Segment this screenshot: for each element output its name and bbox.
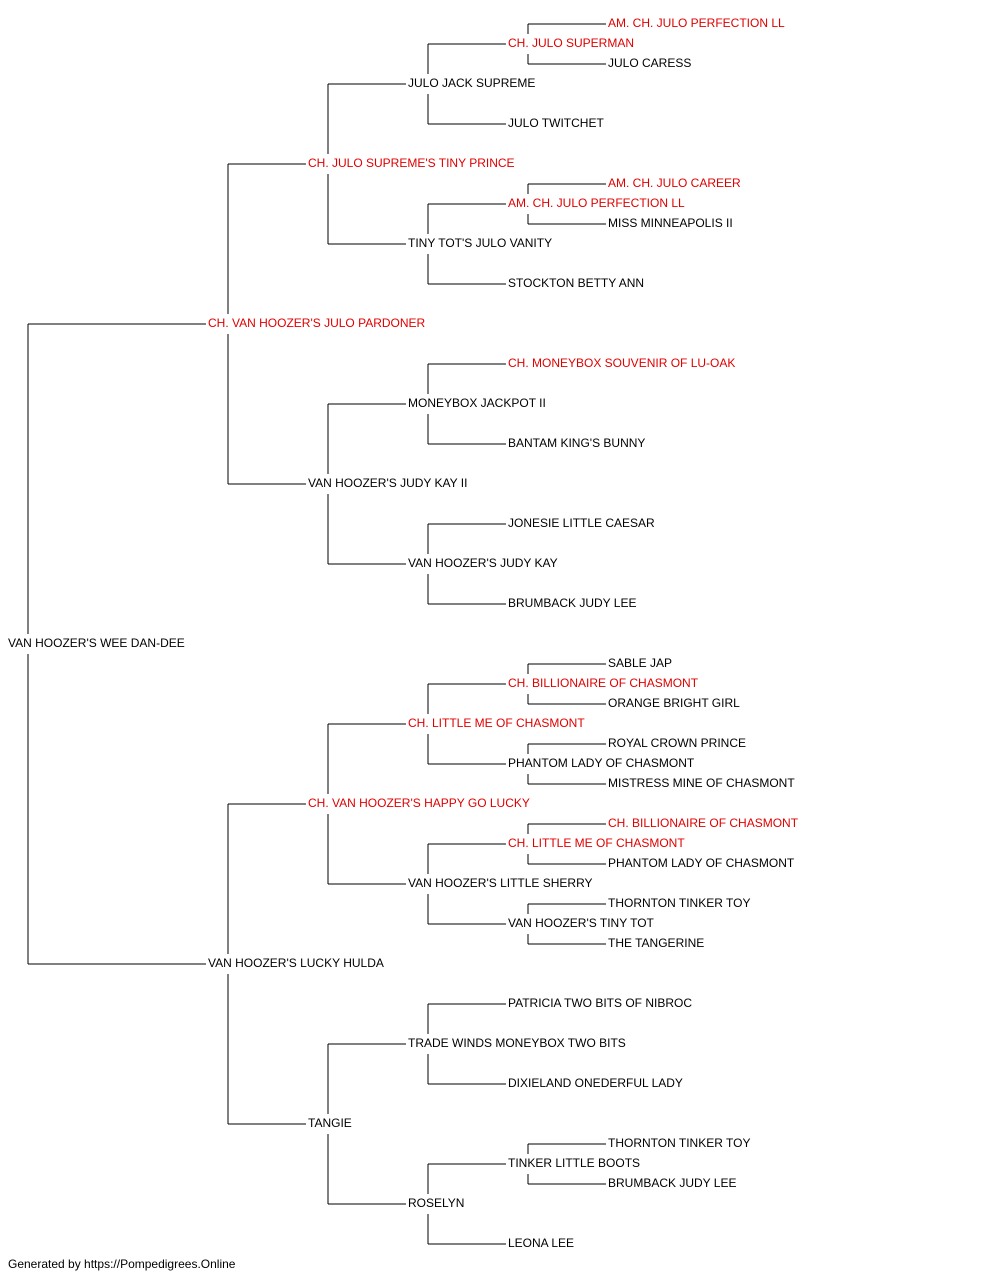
ancestor-name-DSDD: VAN HOOZER'S TINY TOT xyxy=(508,916,655,930)
ancestor-name-DSSD: PHANTOM LADY OF CHASMONT xyxy=(508,756,695,770)
ancestor-name-SDDS: JONESIE LITTLE CAESAR xyxy=(508,516,655,530)
ancestor-name-SSDSD: MISS MINNEAPOLIS II xyxy=(608,216,733,230)
ancestor-name-SDSD: BANTAM KING'S BUNNY xyxy=(508,436,645,450)
ancestor-name-DDDD: LEONA LEE xyxy=(508,1236,574,1250)
ancestor-name-DSS: CH. LITTLE ME OF CHASMONT xyxy=(408,716,585,730)
ancestor-name-DSSDD: MISTRESS MINE OF CHASMONT xyxy=(608,776,795,790)
ancestor-name-SD: VAN HOOZER'S JUDY KAY II xyxy=(308,476,467,490)
footer-credit: Generated by https://Pompedigrees.Online xyxy=(8,1257,236,1271)
ancestor-name-DDDSS: THORNTON TINKER TOY xyxy=(608,1136,750,1150)
ancestor-name-DSSDS: ROYAL CROWN PRINCE xyxy=(608,736,746,750)
ancestor-name-SSDD: STOCKTON BETTY ANN xyxy=(508,276,644,290)
ancestor-name-DSDSD: PHANTOM LADY OF CHASMONT xyxy=(608,856,795,870)
ancestor-name-DSDDD: THE TANGERINE xyxy=(608,936,704,950)
ancestor-name-SSDSS: AM. CH. JULO CAREER xyxy=(608,176,741,190)
subject-dog-name: VAN HOOZER'S WEE DAN-DEE xyxy=(8,636,185,650)
ancestor-name-DDS: TRADE WINDS MONEYBOX TWO BITS xyxy=(408,1036,626,1050)
ancestor-name-DSSSS: SABLE JAP xyxy=(608,656,672,670)
ancestor-name-SSSSD: JULO CARESS xyxy=(608,56,691,70)
ancestor-name-SDDD: BRUMBACK JUDY LEE xyxy=(508,596,636,610)
ancestor-name-SSSS: CH. JULO SUPERMAN xyxy=(508,36,634,50)
pedigree-dog-names: VAN HOOZER'S WEE DAN-DEE CH. VAN HOOZER'S… xyxy=(8,16,799,1250)
ancestor-name-DDDS: TINKER LITTLE BOOTS xyxy=(508,1156,640,1170)
ancestor-name-DSDDS: THORNTON TINKER TOY xyxy=(608,896,750,910)
ancestor-name-SSD: TINY TOT'S JULO VANITY xyxy=(408,236,552,250)
ancestor-name-SDD: VAN HOOZER'S JUDY KAY xyxy=(408,556,558,570)
ancestor-name-DSSS: CH. BILLIONAIRE OF CHASMONT xyxy=(508,676,699,690)
ancestor-name-SSSSS: AM. CH. JULO PERFECTION LL xyxy=(608,16,785,30)
pedigree-connector-lines xyxy=(27,23,606,1245)
ancestor-name-DD: TANGIE xyxy=(308,1116,352,1130)
ancestor-name-DSSSD: ORANGE BRIGHT GIRL xyxy=(608,696,740,710)
ancestor-name-SDS: MONEYBOX JACKPOT II xyxy=(408,396,546,410)
ancestor-name-DDSD: DIXIELAND ONEDERFUL LADY xyxy=(508,1076,683,1090)
ancestor-name-DDD: ROSELYN xyxy=(408,1196,464,1210)
ancestor-name-S: CH. VAN HOOZER'S JULO PARDONER xyxy=(208,316,426,330)
ancestor-name-DDDSD: BRUMBACK JUDY LEE xyxy=(608,1176,736,1190)
ancestor-name-SSDS: AM. CH. JULO PERFECTION LL xyxy=(508,196,685,210)
ancestor-name-DSD: VAN HOOZER'S LITTLE SHERRY xyxy=(408,876,593,890)
ancestor-name-DSDS: CH. LITTLE ME OF CHASMONT xyxy=(508,836,685,850)
ancestor-name-DDSS: PATRICIA TWO BITS OF NIBROC xyxy=(508,996,692,1010)
ancestor-name-SS: CH. JULO SUPREME'S TINY PRINCE xyxy=(308,156,515,170)
ancestor-name-SDSS: CH. MONEYBOX SOUVENIR OF LU-OAK xyxy=(508,356,735,370)
ancestor-name-SSS: JULO JACK SUPREME xyxy=(408,76,535,90)
ancestor-name-SSSD: JULO TWITCHET xyxy=(508,116,604,130)
ancestor-name-DSDSS: CH. BILLIONAIRE OF CHASMONT xyxy=(608,816,799,830)
ancestor-name-D: VAN HOOZER'S LUCKY HULDA xyxy=(208,956,384,970)
ancestor-name-DS: CH. VAN HOOZER'S HAPPY GO LUCKY xyxy=(308,796,530,810)
